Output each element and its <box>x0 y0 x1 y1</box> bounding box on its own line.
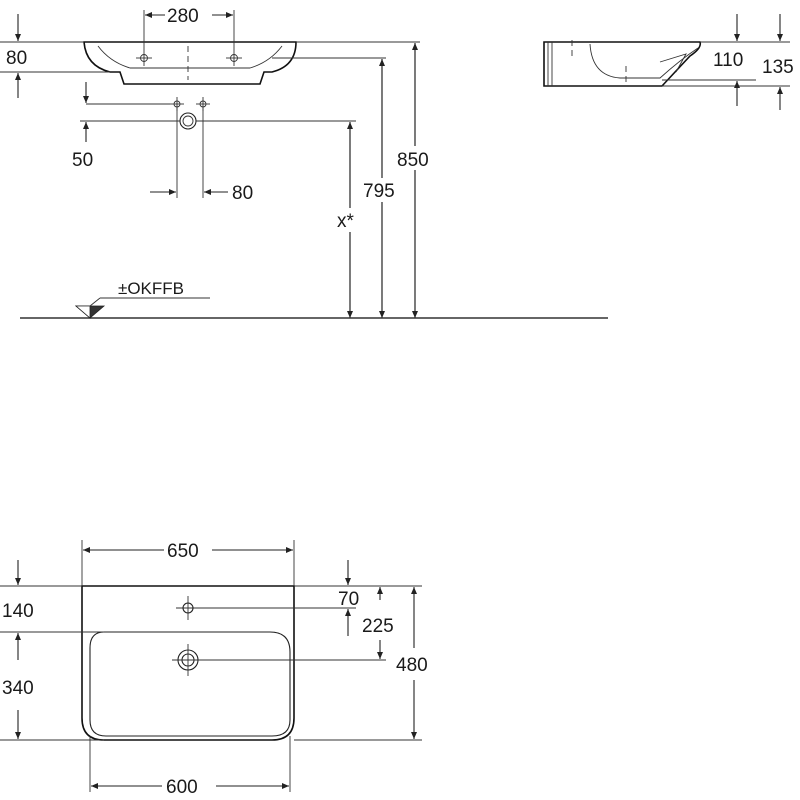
dim-total-height: 850 <box>397 150 429 171</box>
dim-connection-spacing: 80 <box>232 183 253 204</box>
dim-rim-to-floor: 795 <box>363 181 395 202</box>
top-tap-hole <box>176 596 200 620</box>
tap-hole-right <box>226 50 242 66</box>
floor-level-symbol <box>74 297 210 319</box>
front-view: 280 80 50 80 <box>0 6 608 319</box>
dim-top-bowl-width: 600 <box>166 777 198 798</box>
basin-side-body <box>543 41 702 87</box>
basin-front-body <box>83 41 297 85</box>
dim-top-width: 650 <box>167 541 199 562</box>
dim-top-back: 140 <box>2 601 34 622</box>
dim-side-outer: 135 <box>762 57 794 78</box>
dim-tap-drop: 50 <box>72 150 93 171</box>
dim-rim-height: 80 <box>6 48 27 69</box>
dim-variable-height: x* <box>337 211 355 232</box>
dim-side-inner: 110 <box>713 50 743 71</box>
dim-tap-spacing: 280 <box>167 6 199 27</box>
drain-connection <box>179 112 197 130</box>
floor-level-label: ±OKFFB <box>118 279 184 298</box>
basin-top-outline <box>81 585 295 741</box>
dim-top-drain: 225 <box>362 616 394 637</box>
top-view: 650 140 340 70 225 480 600 <box>0 540 428 798</box>
dim-top-bowl-depth: 340 <box>2 678 34 699</box>
dim-top-tap-hole: 70 <box>338 589 359 610</box>
side-view: 110 135 <box>543 14 794 110</box>
top-drain <box>172 644 204 676</box>
basin-bowl-outline <box>89 631 291 737</box>
dim-top-depth: 480 <box>396 655 428 676</box>
tap-hole-left <box>136 50 152 66</box>
